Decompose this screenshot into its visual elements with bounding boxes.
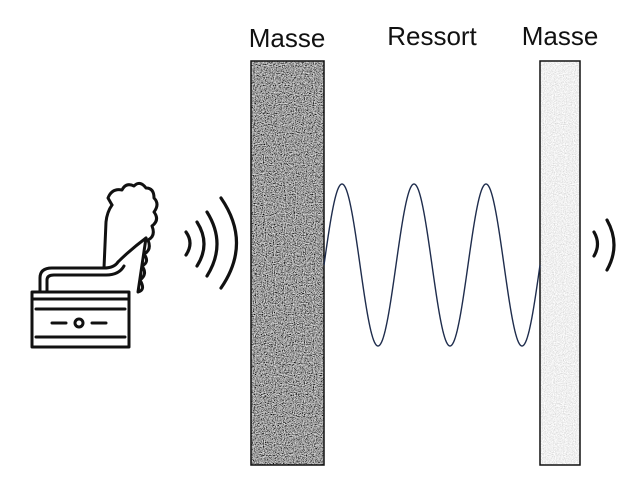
left-mass-label: Masse <box>249 23 326 53</box>
left-mass-panel <box>250 60 325 466</box>
gramophone-icon <box>30 181 159 349</box>
right-mass-panel <box>539 60 581 466</box>
right-mass-label: Masse <box>522 21 599 51</box>
spring-label: Ressort <box>387 21 477 51</box>
sound-waves-icon <box>184 196 238 290</box>
spring-wave-line <box>323 183 541 347</box>
sound-wave-icon <box>592 218 616 272</box>
